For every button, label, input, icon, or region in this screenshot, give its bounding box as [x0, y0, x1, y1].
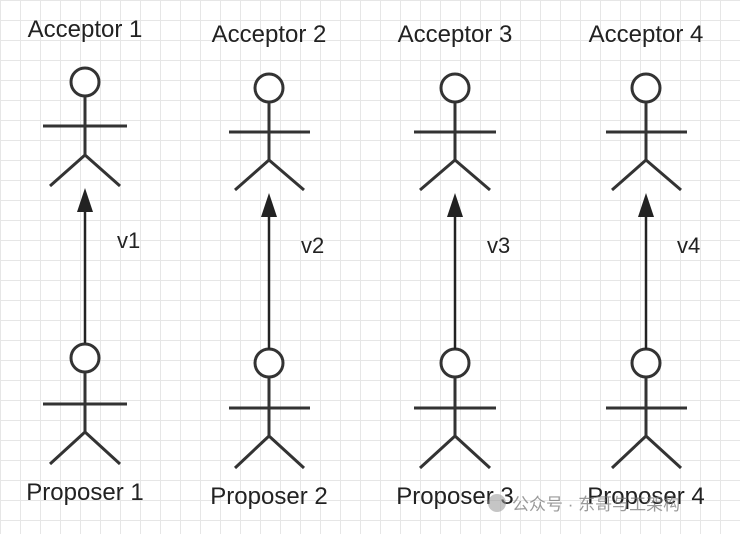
acceptor-label-4: Acceptor 4	[588, 21, 704, 48]
acceptor-figure-1	[43, 66, 127, 188]
value-label-1: v1	[117, 228, 141, 253]
arrow-1	[77, 188, 93, 343]
watermark-text: 公众号 · 东哥与工架构	[512, 495, 681, 514]
value-label-4: v4	[677, 233, 701, 258]
proposer-figure-4	[606, 347, 687, 470]
acceptor-figure-4	[606, 72, 687, 192]
wechat-logo-icon	[488, 493, 506, 512]
proposer-figure-3	[414, 347, 496, 470]
proposer-figure-1	[43, 342, 127, 466]
acceptor-label-2: Acceptor 2	[211, 21, 327, 48]
acceptor-label-3: Acceptor 3	[397, 21, 513, 48]
arrow-2	[261, 193, 277, 349]
arrow-4	[638, 193, 654, 349]
acceptor-figure-3	[414, 72, 496, 192]
watermark: 公众号 · 东哥与工架构	[488, 490, 680, 515]
proposer-figure-2	[229, 347, 310, 470]
acceptor-figure-2	[229, 72, 310, 192]
acceptor-label-1: Acceptor 1	[27, 16, 143, 43]
proposer-label-1: Proposer 1	[26, 479, 144, 506]
value-label-3: v3	[487, 233, 511, 258]
proposer-label-4: Proposer 4	[587, 483, 705, 510]
value-label-2: v2	[301, 233, 325, 258]
arrow-3	[447, 193, 463, 349]
proposer-label-2: Proposer 2	[210, 483, 328, 510]
